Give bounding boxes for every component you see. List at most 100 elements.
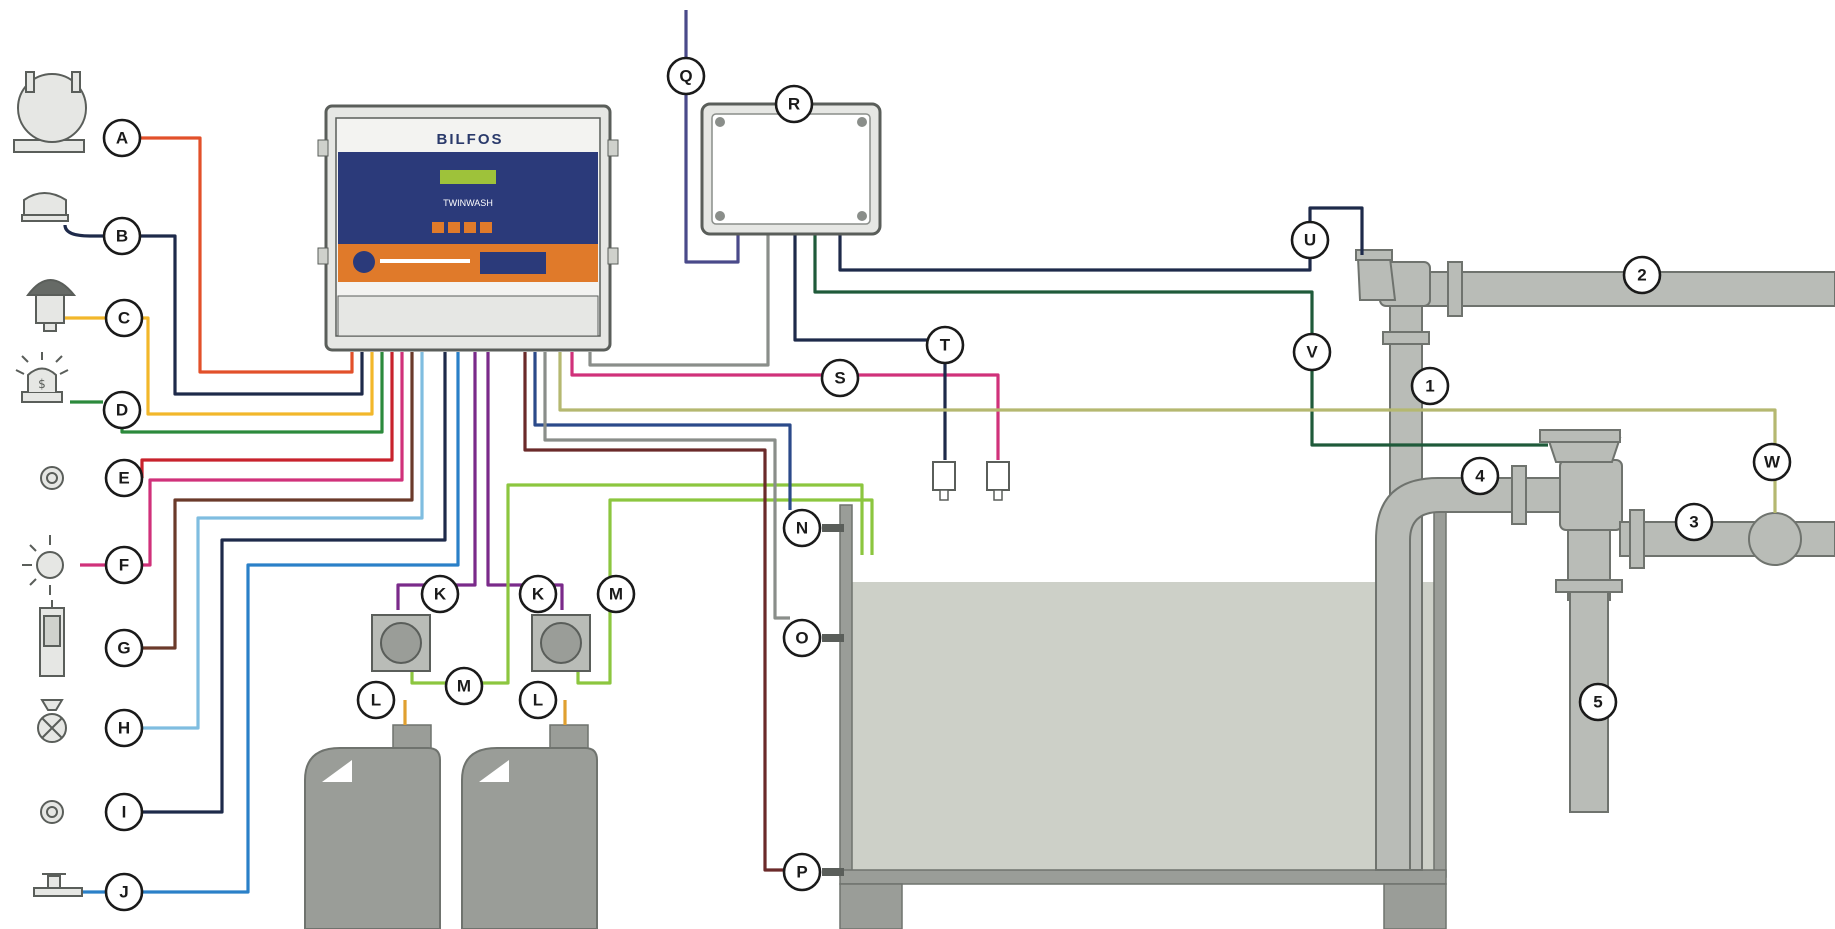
label-D: D bbox=[102, 390, 142, 430]
label-3: 3 bbox=[1674, 502, 1714, 542]
wire-P bbox=[523, 352, 800, 872]
label-bubbles: A B C D E F G H I J K K M M L L N O P Q … bbox=[102, 56, 1792, 912]
svg-text:2: 2 bbox=[1637, 266, 1646, 285]
wire-F bbox=[80, 352, 404, 567]
label-L-right: L bbox=[518, 680, 558, 720]
mushroom-button-icon bbox=[26, 279, 77, 332]
wire-V bbox=[813, 232, 1548, 447]
tank-probes bbox=[822, 524, 844, 876]
wire-U bbox=[838, 206, 1364, 272]
svg-text:C: C bbox=[118, 309, 130, 328]
svg-text:5: 5 bbox=[1593, 693, 1602, 712]
svg-text:A: A bbox=[116, 129, 128, 148]
svg-text:4: 4 bbox=[1475, 467, 1485, 486]
pressure-switch-icon bbox=[39, 600, 65, 677]
wire-O bbox=[543, 352, 790, 620]
label-O: O bbox=[782, 618, 822, 658]
indicator-lamp-2-icon bbox=[40, 800, 64, 824]
label-A: A bbox=[102, 118, 142, 158]
pipe-3-valve bbox=[1748, 512, 1802, 566]
svg-text:$: $ bbox=[38, 377, 46, 391]
label-P: P bbox=[782, 852, 822, 892]
label-M-right: M bbox=[596, 574, 636, 614]
svg-text:T: T bbox=[940, 336, 951, 355]
label-C: C bbox=[104, 298, 144, 338]
panel-keypad bbox=[432, 222, 492, 233]
tank-bottom bbox=[839, 869, 1447, 885]
label-1: 1 bbox=[1410, 366, 1450, 406]
svg-text:F: F bbox=[119, 556, 129, 575]
label-R: R bbox=[774, 84, 814, 124]
label-H: H bbox=[104, 708, 144, 748]
tank-right-wall bbox=[1433, 504, 1447, 878]
svg-text:G: G bbox=[117, 639, 130, 658]
left-devices: $ bbox=[13, 71, 87, 897]
svg-text:U: U bbox=[1304, 231, 1316, 250]
label-T: T bbox=[925, 325, 965, 365]
svg-text:I: I bbox=[122, 803, 127, 822]
label-F: F bbox=[104, 545, 144, 585]
svg-text:M: M bbox=[609, 585, 623, 604]
label-G: G bbox=[104, 628, 144, 668]
svg-text:B: B bbox=[116, 227, 128, 246]
pipework bbox=[839, 249, 1835, 929]
warning-beacon-icon: $ bbox=[15, 352, 69, 403]
svg-text:R: R bbox=[788, 95, 800, 114]
pipe-2-flange bbox=[1447, 261, 1463, 317]
wire-C bbox=[65, 316, 374, 416]
junction-box bbox=[700, 102, 882, 236]
indicator-lamp-icon bbox=[40, 466, 64, 490]
tank bbox=[839, 504, 1447, 929]
wire-N bbox=[533, 352, 792, 510]
svg-text:S: S bbox=[834, 369, 845, 388]
wire-E bbox=[140, 352, 394, 478]
label-K-right: K bbox=[518, 574, 558, 614]
label-S: S bbox=[820, 358, 860, 398]
solenoid-valve-icon bbox=[37, 699, 67, 743]
label-K-left: K bbox=[420, 574, 460, 614]
light-fixture-icon bbox=[21, 192, 69, 222]
wire-Q bbox=[684, 10, 740, 264]
svg-text:J: J bbox=[119, 883, 128, 902]
lower-valve-cap bbox=[1539, 429, 1621, 443]
canister-left bbox=[304, 724, 441, 929]
svg-text:L: L bbox=[533, 691, 543, 710]
label-4: 4 bbox=[1460, 456, 1500, 496]
top-valve-cap bbox=[1355, 249, 1393, 261]
tank-leg-right bbox=[1383, 883, 1447, 929]
label-Q: Q bbox=[666, 56, 706, 96]
svg-text:K: K bbox=[434, 585, 447, 604]
label-U: U bbox=[1290, 220, 1330, 260]
label-J: J bbox=[104, 872, 144, 912]
dosing-pump-right bbox=[531, 614, 591, 672]
chemical-canisters bbox=[304, 724, 598, 929]
pipe-3-horizontal bbox=[1619, 521, 1835, 557]
lower-tee bbox=[1559, 459, 1623, 531]
wire-G bbox=[142, 352, 414, 650]
wire-panel-to-R bbox=[588, 232, 770, 367]
pipe-5-flange bbox=[1555, 579, 1623, 593]
wire-T bbox=[793, 232, 947, 460]
label-W: W bbox=[1752, 442, 1792, 482]
panel-brand: BILFOS bbox=[437, 131, 504, 148]
svg-text:E: E bbox=[118, 469, 129, 488]
pipe-1-flange bbox=[1382, 331, 1430, 345]
level-sensors bbox=[932, 461, 1010, 501]
tank-left-wall bbox=[839, 504, 853, 878]
svg-text:V: V bbox=[1306, 343, 1318, 362]
canister-right bbox=[461, 724, 598, 929]
wire-K-left bbox=[396, 352, 477, 610]
wire-J bbox=[80, 352, 460, 894]
label-V: V bbox=[1292, 332, 1332, 372]
label-L-left: L bbox=[356, 680, 396, 720]
label-5: 5 bbox=[1578, 682, 1618, 722]
label-B: B bbox=[102, 216, 142, 256]
dosing-pumps bbox=[371, 614, 591, 672]
label-N: N bbox=[782, 508, 822, 548]
pipe-4-bend bbox=[1375, 477, 1566, 871]
label-M-left: M bbox=[444, 666, 484, 706]
panel-product: TWINWASH bbox=[443, 198, 493, 208]
hose-M-left bbox=[410, 483, 864, 685]
pump-motor-icon bbox=[13, 71, 87, 153]
wire-B bbox=[63, 224, 364, 396]
